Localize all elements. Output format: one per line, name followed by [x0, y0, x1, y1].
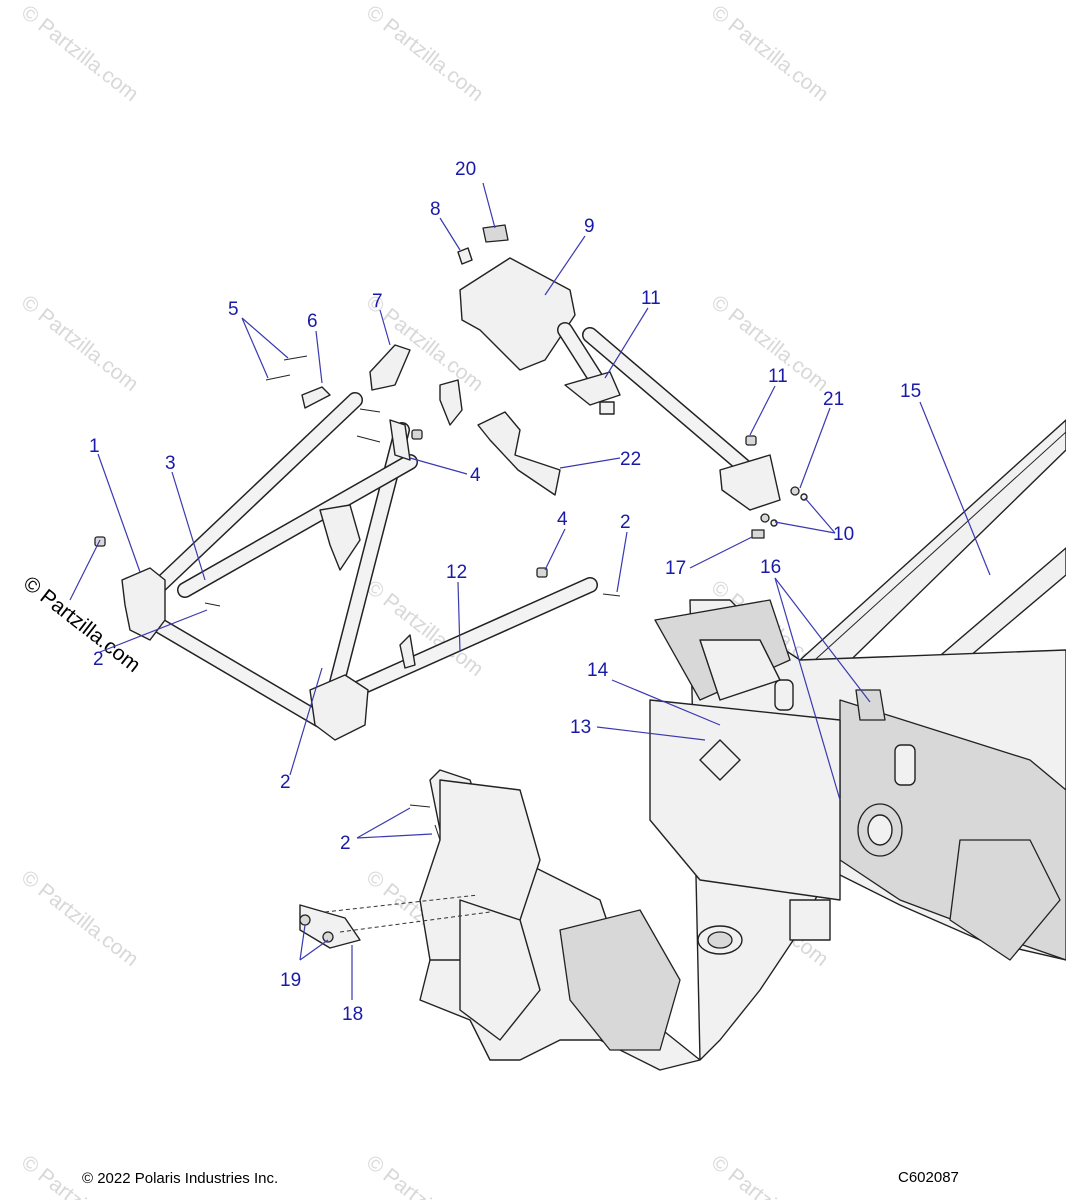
callout-16[interactable]: 16 — [760, 557, 781, 578]
watermark: © Partzilla.com — [17, 1, 143, 106]
part-9-steering-post — [459, 257, 781, 511]
watermark: © Partzilla.com — [17, 866, 143, 971]
callout-2[interactable]: 2 — [280, 772, 291, 793]
callout-9[interactable]: 9 — [584, 216, 595, 237]
callout-3[interactable]: 3 — [165, 453, 176, 474]
callout-15[interactable]: 15 — [900, 381, 921, 402]
diagram-code: C602087 — [898, 1169, 959, 1186]
callout-22[interactable]: 22 — [620, 449, 641, 470]
alignment-lines — [324, 894, 491, 933]
brackets — [299, 224, 561, 949]
callout-19[interactable]: 19 — [280, 970, 301, 991]
callouts: 20 8 9 7 5 6 11 11 21 15 1 3 4 22 4 2 10… — [89, 159, 921, 1025]
watermark: © Partzilla.com — [17, 291, 143, 396]
watermark: © Partzilla.com — [707, 1151, 833, 1200]
part-22-bracket — [477, 411, 561, 496]
watermark: © Partzilla.com — [362, 1, 488, 106]
callout-7[interactable]: 7 — [372, 291, 383, 312]
callout-2[interactable]: 2 — [340, 833, 351, 854]
callout-1[interactable]: 1 — [89, 436, 100, 457]
callout-14[interactable]: 14 — [587, 660, 609, 681]
callout-2[interactable]: 2 — [93, 649, 104, 670]
front-frame — [121, 392, 598, 741]
chassis — [419, 599, 1066, 1071]
callout-6[interactable]: 6 — [307, 311, 318, 332]
callout-2[interactable]: 2 — [620, 512, 631, 533]
watermark: © Partzilla.com — [707, 1, 833, 106]
watermark: © Partzilla.com — [362, 1151, 488, 1200]
part-20-label — [482, 224, 509, 243]
callout-13[interactable]: 13 — [570, 717, 591, 738]
copyright-text: © 2022 Polaris Industries Inc. — [82, 1170, 279, 1187]
part-6-plate — [301, 386, 331, 409]
callout-8[interactable]: 8 — [430, 199, 441, 220]
part-18-plate — [299, 904, 361, 949]
callout-4[interactable]: 4 — [470, 465, 481, 486]
callout-17[interactable]: 17 — [665, 558, 686, 579]
callout-20[interactable]: 20 — [455, 159, 476, 180]
part-7-bracket — [369, 344, 411, 391]
callout-5[interactable]: 5 — [228, 299, 239, 320]
callout-21[interactable]: 21 — [823, 389, 844, 410]
callout-11[interactable]: 11 — [768, 366, 788, 387]
callout-18[interactable]: 18 — [342, 1004, 363, 1025]
callout-11[interactable]: 11 — [641, 288, 661, 309]
leader-lines — [69, 182, 991, 1000]
callout-12[interactable]: 12 — [446, 562, 467, 583]
callout-10[interactable]: 10 — [833, 524, 854, 545]
part-8-screw — [457, 247, 473, 265]
fasteners — [94, 355, 808, 943]
callout-4[interactable]: 4 — [557, 509, 568, 530]
